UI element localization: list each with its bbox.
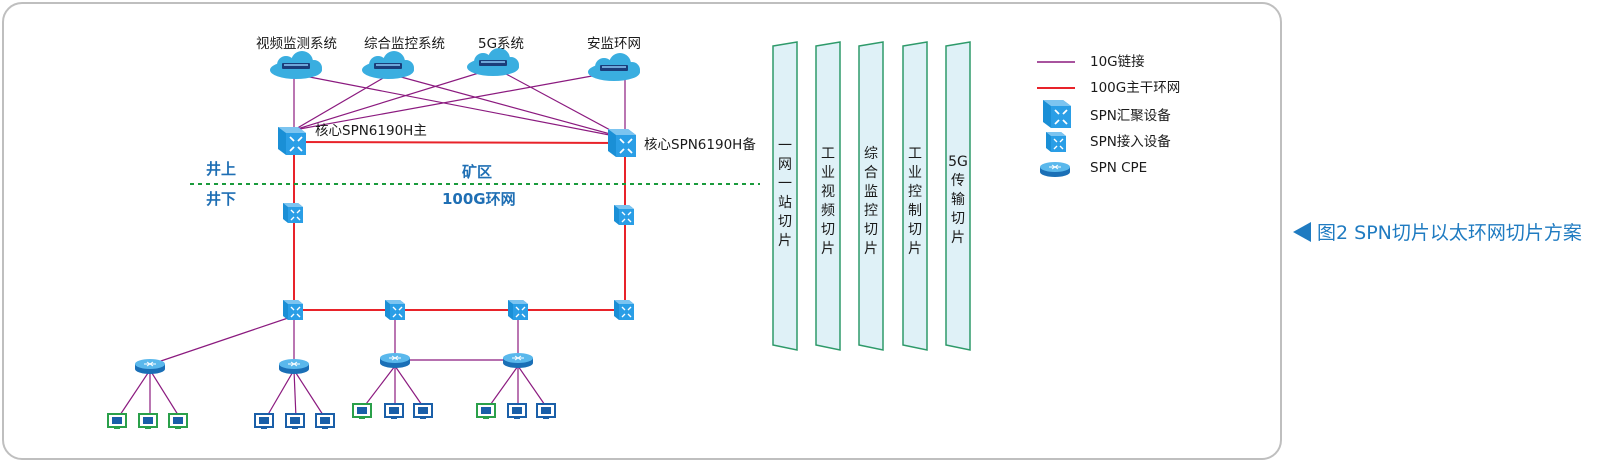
legend-label: 100G主干环网 (1090, 80, 1180, 96)
zone-label-ring: 100G环网 (442, 190, 516, 208)
spn-cpe-icon (1039, 161, 1071, 178)
network-diagram: 视频监测系统 综合监控系统 5G系统 安监环网 核心SPN6190H主 核心SP… (107, 36, 1180, 430)
links-10g-access (117, 315, 548, 419)
zone-label-mine: 矿区 (462, 163, 492, 181)
access-device-icon (282, 299, 304, 321)
cpe-device-icon (379, 352, 411, 369)
terminal-icon (413, 403, 433, 420)
access-device-icon (613, 204, 635, 226)
core-backup-device-icon (607, 128, 637, 158)
system-label-safety: 安监环网 (587, 36, 641, 52)
slice-label: 综合监控切片 (864, 146, 878, 257)
terminal-icon (168, 413, 188, 430)
diagram-frame (2, 2, 1282, 460)
legend-label: SPN汇聚设备 (1090, 107, 1171, 124)
system-label-integrated: 综合监控系统 (364, 36, 445, 52)
caption-text: 图2 SPN切片以太环网切片方案 (1317, 222, 1582, 244)
terminal-icon (285, 413, 305, 430)
terminal-icon (536, 403, 556, 420)
legend-label: SPN接入设备 (1090, 133, 1171, 150)
cpe-device-icon (502, 352, 534, 369)
core-primary-label: 核心SPN6190H主 (315, 123, 427, 139)
links-10g-core (293, 67, 626, 139)
cloud-video-monitoring-icon (270, 51, 322, 79)
cpe-device-icon (278, 358, 310, 375)
access-device-icon (507, 299, 529, 321)
access-device-icon (384, 299, 406, 321)
core-backup-label: 核心SPN6190H备 (644, 136, 756, 153)
slice-label: 工业视频切片 (821, 146, 835, 257)
terminal-icon (254, 413, 274, 430)
terminal-icon (315, 413, 335, 430)
slice-label: 一网一站切片 (778, 138, 792, 249)
ring-100g (293, 141, 626, 311)
slice-label: 工业控制切片 (908, 146, 922, 257)
cloud-integrated-monitoring-icon (362, 51, 414, 79)
slice-panels (772, 41, 971, 351)
system-label-5g: 5G系统 (478, 36, 524, 52)
cpe-device-icon (134, 358, 166, 375)
access-device-icon (613, 299, 635, 321)
legend: 10G链接 100G主干环网 SPN汇聚设备 SPN接入设备 SPN CPE (1037, 53, 1180, 178)
terminal-icon (384, 403, 404, 420)
zone-label-below: 井下 (206, 190, 236, 208)
terminal-icon (107, 413, 127, 430)
terminal-icon (138, 413, 158, 430)
legend-label: SPN CPE (1090, 160, 1147, 176)
cloud-safety-ring-icon (588, 53, 640, 81)
legend-label: 10G链接 (1090, 53, 1145, 70)
access-device-icon (282, 202, 304, 224)
terminal-icon (476, 403, 496, 420)
terminal-icon (352, 403, 372, 420)
cloud-5g-system-icon (467, 48, 519, 76)
terminal-icon (507, 403, 527, 420)
system-label-video: 视频监测系统 (256, 36, 337, 52)
spn-access-device-icon (1045, 131, 1067, 153)
spn-aggregation-device-icon (1042, 99, 1072, 129)
caret-left-icon (1293, 221, 1311, 242)
figure-caption: 图2 SPN切片以太环网切片方案 (1293, 218, 1582, 245)
zone-label-above: 井上 (206, 160, 236, 178)
core-primary-device-icon (277, 126, 307, 156)
